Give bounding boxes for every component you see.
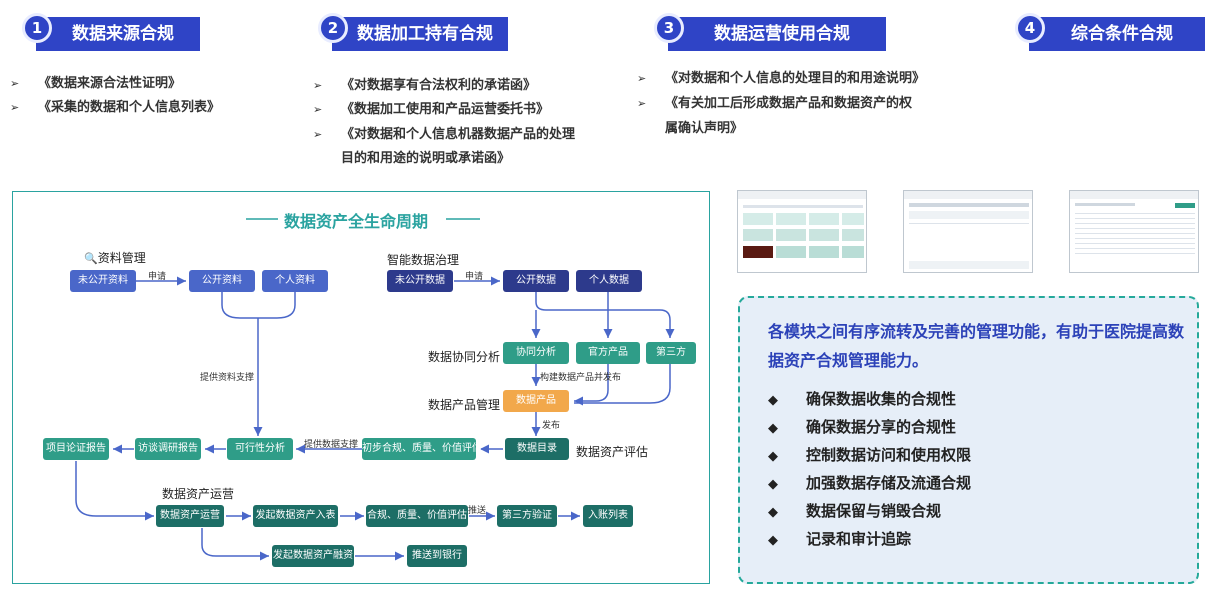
list-item: ➢《有关加工后形成数据产品和数据资产的权 bbox=[637, 92, 912, 116]
node-unpublished-data: 未公开数据 bbox=[387, 270, 453, 292]
list-item: ◆确保数据收集的合规性 bbox=[768, 390, 957, 408]
list-item: ◆数据保留与销毁合规 bbox=[768, 502, 942, 520]
list-item: ◆记录和审计追踪 bbox=[768, 530, 912, 548]
list-item: ◆控制数据访问和使用权限 bbox=[768, 446, 972, 464]
screenshot-thumbnail-3 bbox=[1069, 190, 1199, 273]
node-ledger: 入账列表 bbox=[583, 505, 633, 527]
list-item: ◆确保数据分享的合规性 bbox=[768, 418, 957, 436]
node-unpublished-docs: 未公开资料 bbox=[70, 270, 136, 292]
screenshot-thumbnail-1 bbox=[737, 190, 867, 273]
label-product-mgmt: 数据产品管理 bbox=[428, 398, 501, 412]
edge-label-build: 构建数据产品并发布 bbox=[540, 373, 622, 383]
screenshot-thumbnail-2 bbox=[903, 190, 1033, 273]
section-title-1: 数据来源合规 bbox=[36, 17, 200, 51]
edge-label-push: 推送 bbox=[468, 506, 487, 516]
diamond-bullet-icon: ◆ bbox=[768, 505, 778, 520]
diagram-title: 数据资产全生命周期 bbox=[284, 212, 429, 231]
node-research-report: 访谈调研报告 bbox=[135, 438, 201, 460]
list-item: ➢《数据加工使用和产品运营委托书》 bbox=[313, 98, 549, 122]
node-personal-docs: 个人资料 bbox=[262, 270, 328, 292]
list-item: ◆加强数据存储及流通合规 bbox=[768, 474, 972, 492]
diamond-bullet-icon: ◆ bbox=[768, 393, 778, 408]
arrow-bullet-icon: ➢ bbox=[313, 103, 323, 116]
edge-label-support-data: 提供数据支撑 bbox=[304, 440, 359, 450]
node-proof-report: 项目论证报告 bbox=[43, 438, 109, 460]
section-title-2: 数据加工持有合规 bbox=[332, 17, 508, 51]
info-title: 各模块之间有序流转及完善的管理功能，有助于医院提高数据资产合规管理能力。 bbox=[768, 322, 1185, 370]
node-third-verify: 第三方验证 bbox=[497, 505, 557, 527]
arrow-bullet-icon: ➢ bbox=[313, 79, 323, 92]
section-title-4: 综合条件合规 bbox=[1029, 17, 1205, 51]
diamond-bullet-icon: ◆ bbox=[768, 449, 778, 464]
diamond-bullet-icon: ◆ bbox=[768, 533, 778, 548]
diamond-bullet-icon: ◆ bbox=[768, 421, 778, 436]
section-title-3: 数据运营使用合规 bbox=[668, 17, 886, 51]
list-item: ➢《对数据和个人信息的处理目的和用途说明》 bbox=[637, 67, 925, 91]
section-number-4: 4 bbox=[1015, 13, 1045, 43]
label-operation: 数据资产运营 bbox=[162, 487, 235, 501]
list-item-continuation: 属确认声明》 bbox=[665, 121, 744, 136]
node-third-party: 第三方 bbox=[646, 342, 696, 364]
node-push-bank: 推送到银行 bbox=[407, 545, 467, 567]
section-number-2: 2 bbox=[318, 13, 348, 43]
info-box: 各模块之间有序流转及完善的管理功能，有助于医院提高数据资产合规管理能力。 ◆确保… bbox=[738, 296, 1199, 584]
list-item: ➢《对数据和个人信息机器数据产品的处理 bbox=[313, 123, 575, 147]
diamond-bullet-icon: ◆ bbox=[768, 477, 778, 492]
arrow-bullet-icon: ➢ bbox=[313, 128, 323, 141]
node-feasibility: 可行性分析 bbox=[227, 438, 293, 460]
node-asset-entry: 发起数据资产入表 bbox=[253, 505, 338, 527]
arrow-bullet-icon: ➢ bbox=[637, 97, 647, 110]
list-item: ➢《对数据享有合法权利的承诺函》 bbox=[313, 74, 536, 98]
label-smart-gov: 智能数据治理 bbox=[387, 253, 460, 267]
arrow-bullet-icon: ➢ bbox=[637, 72, 647, 85]
arrow-bullet-icon: ➢ bbox=[10, 77, 20, 90]
node-public-data: 公开数据 bbox=[503, 270, 569, 292]
lifecycle-diagram bbox=[12, 191, 710, 584]
list-item: ➢《采集的数据和个人信息列表》 bbox=[10, 96, 220, 120]
node-data-catalog: 数据目录 bbox=[505, 438, 569, 460]
edge-label-apply: 申请 bbox=[148, 272, 167, 282]
label-collab: 数据协同分析 bbox=[428, 350, 501, 364]
section-number-3: 3 bbox=[654, 13, 684, 43]
node-asset-operation: 数据资产运营 bbox=[156, 505, 224, 527]
node-data-product: 数据产品 bbox=[503, 390, 569, 412]
edge-label-support-docs: 提供资料支撑 bbox=[200, 373, 255, 383]
label-data-mgmt: 🔍资料管理 bbox=[84, 251, 146, 265]
label-assessment: 数据资产评估 bbox=[576, 445, 649, 459]
node-personal-data: 个人数据 bbox=[576, 270, 642, 292]
list-item-continuation: 目的和用途的说明或承诺函》 bbox=[341, 151, 511, 166]
node-collab-analysis: 协同分析 bbox=[503, 342, 569, 364]
edge-label-publish: 发布 bbox=[542, 421, 561, 431]
search-icon: 🔍 bbox=[84, 252, 98, 265]
arrow-bullet-icon: ➢ bbox=[10, 101, 20, 114]
node-initial-assessment: 初步合规、质量、价值评估 bbox=[362, 438, 482, 460]
section-number-1: 1 bbox=[22, 13, 52, 43]
node-evaluation: 合规、质量、价值评估 bbox=[366, 505, 468, 527]
node-official-product: 官方产品 bbox=[576, 342, 640, 364]
node-public-docs: 公开资料 bbox=[189, 270, 255, 292]
edge-label-apply: 申请 bbox=[465, 272, 484, 282]
list-item: ➢《数据来源合法性证明》 bbox=[10, 72, 181, 96]
node-asset-finance: 发起数据资产融资 bbox=[272, 545, 354, 567]
